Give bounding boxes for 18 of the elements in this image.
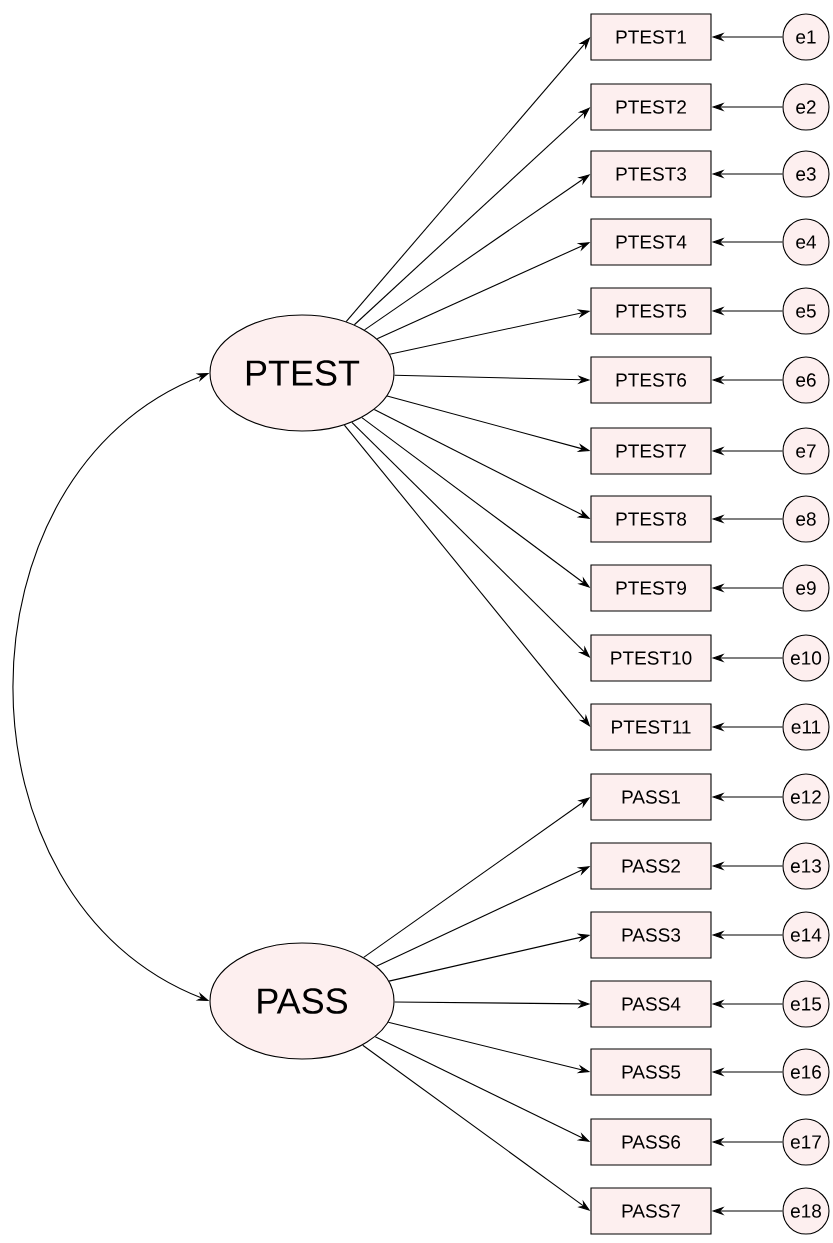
indicator-box: PTEST9: [590, 564, 712, 612]
indicator-box: PTEST1: [590, 13, 712, 61]
indicator-box: PTEST5: [590, 287, 712, 335]
indicator-box: PTEST11: [590, 703, 712, 751]
indicator-box: PASS1: [590, 773, 712, 821]
indicator-box: PTEST3: [590, 150, 712, 198]
indicator-box: PTEST10: [590, 634, 712, 682]
indicator-box: PTEST2: [590, 83, 712, 131]
indicator-box: PASS3: [590, 911, 712, 959]
indicator-box: PTEST6: [590, 356, 712, 404]
indicator-box: PTEST8: [590, 495, 712, 543]
indicator-box: PASS6: [590, 1118, 712, 1166]
indicator-box: PASS7: [590, 1187, 712, 1235]
indicator-box: PASS2: [590, 842, 712, 890]
indicator-box: PTEST4: [590, 218, 712, 266]
indicator-box: PTEST7: [590, 427, 712, 475]
indicator-box: PASS5: [590, 1048, 712, 1096]
indicator-box: PASS4: [590, 980, 712, 1028]
